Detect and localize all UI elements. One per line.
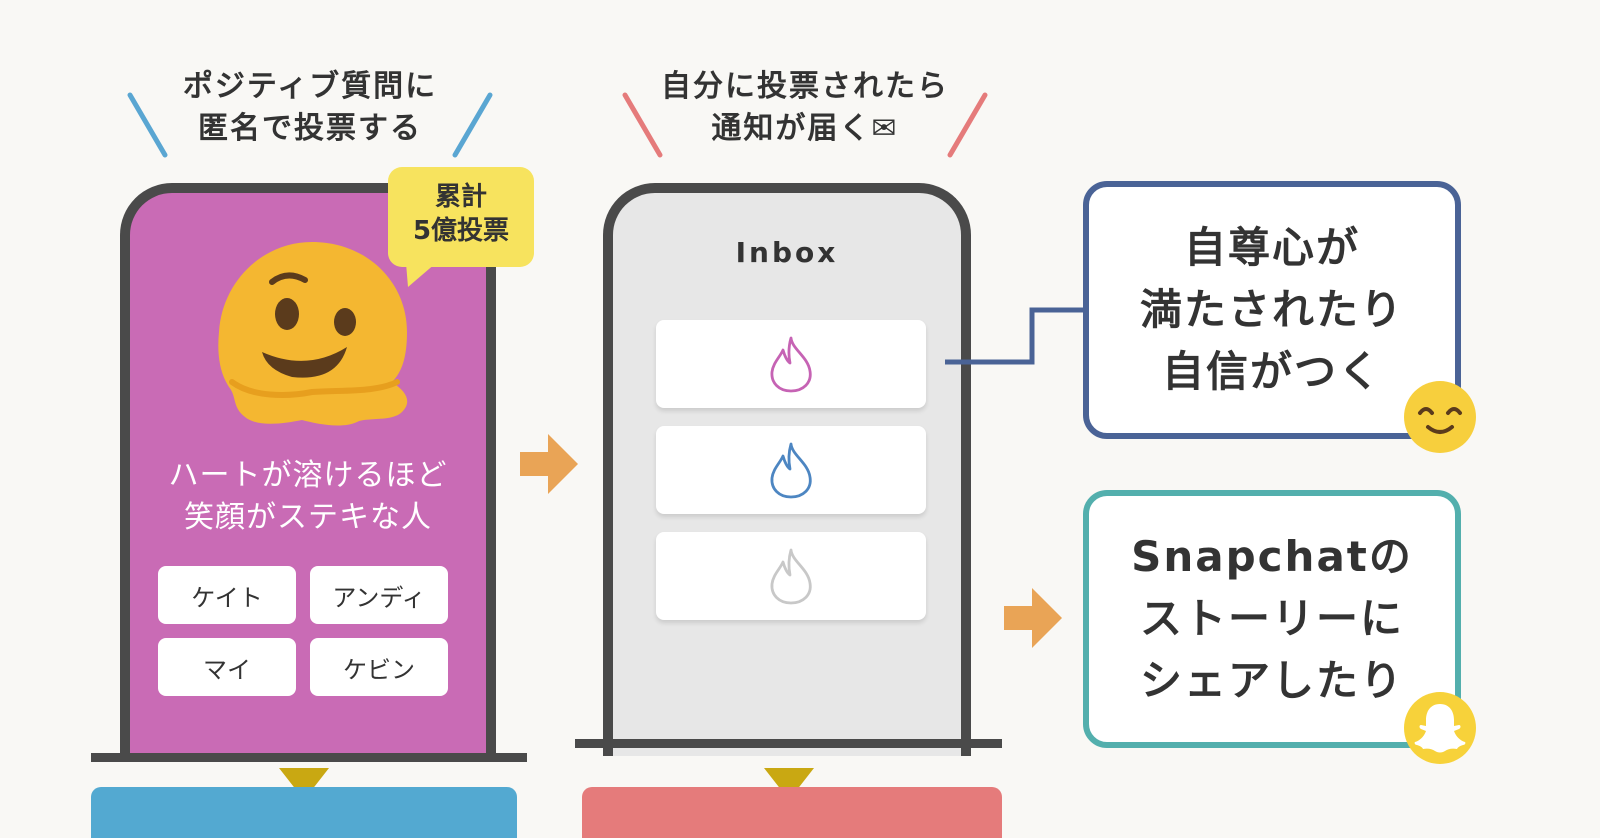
option-button-3[interactable]: マイ	[158, 638, 296, 696]
left-caption-accents	[127, 92, 493, 158]
flow-arrow-2	[1004, 588, 1062, 648]
left-caption-line1: ポジティブ質問に	[182, 69, 438, 104]
question-line2: 笑顔がステキな人	[184, 500, 432, 535]
voting-phone-ground	[91, 753, 527, 762]
question-line1: ハートが溶けるほど	[168, 458, 448, 493]
notification-card-3[interactable]	[656, 532, 926, 620]
notification-card-1[interactable]	[656, 320, 926, 408]
question-text: ハートが溶けるほど 笑顔がステキな人	[130, 455, 486, 539]
down-triangle-2	[764, 768, 814, 800]
option-button-4[interactable]: ケビン	[310, 638, 448, 696]
bottom-panel-red	[582, 787, 1002, 838]
snapchat-ghost-icon	[1404, 692, 1476, 764]
middle-caption: 自分に投票されたら 通知が届く✉	[640, 66, 970, 150]
middle-caption-accents	[622, 92, 988, 158]
flame-icon	[770, 336, 812, 393]
middle-caption-line1: 自分に投票されたら	[661, 69, 949, 104]
smiling-face-icon	[1404, 381, 1476, 453]
option-button-2[interactable]: アンディ	[310, 566, 448, 624]
connector-line	[945, 307, 1085, 365]
confidence-box: 自尊心が 満たされたり 自信がつく	[1083, 181, 1461, 439]
badge-line2: 5億投票	[412, 216, 510, 246]
vote-count-badge: 累計 5億投票	[388, 180, 534, 248]
inbox-title: Inbox	[735, 236, 839, 269]
badge-bubble	[388, 167, 534, 287]
left-caption-line2: 匿名で投票する	[198, 111, 422, 146]
inbox-phone-ground	[575, 739, 1002, 748]
flame-icon	[770, 548, 812, 605]
melting-face-icon	[218, 242, 408, 426]
middle-caption-line2: 通知が届く✉	[711, 111, 899, 146]
badge-line1: 累計	[434, 182, 487, 212]
snapchat-share-box: Snapchatの ストーリーに シェアしたり	[1083, 490, 1461, 748]
flame-icon	[770, 442, 812, 499]
down-triangle-1	[279, 768, 329, 800]
flow-arrow-1	[520, 434, 578, 494]
option-button-1[interactable]: ケイト	[158, 566, 296, 624]
left-caption: ポジティブ質問に 匿名で投票する	[160, 66, 460, 150]
notification-card-2[interactable]	[656, 426, 926, 514]
bottom-panel-blue	[91, 787, 517, 838]
